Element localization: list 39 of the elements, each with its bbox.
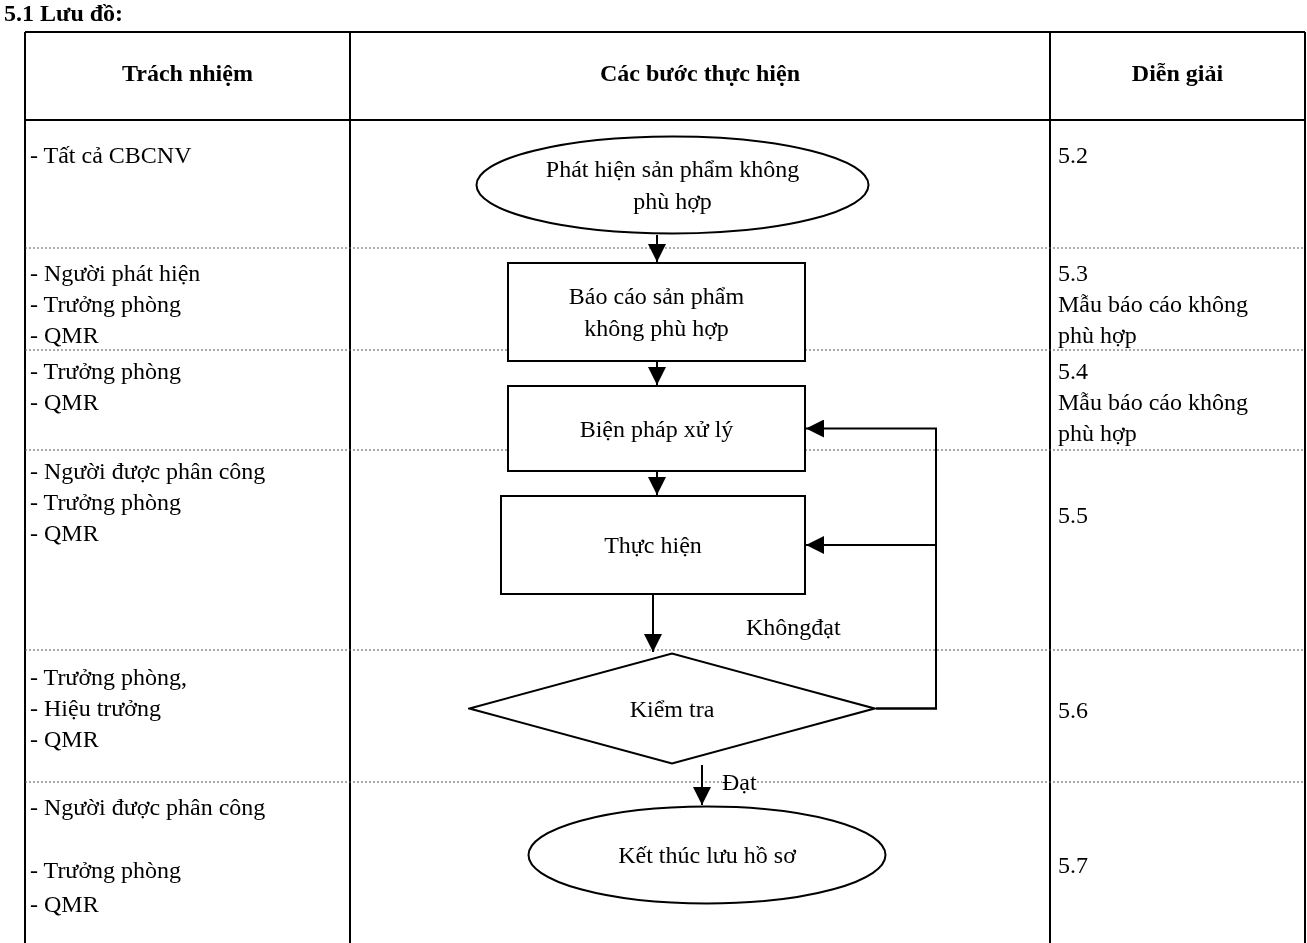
explanation-text: 5.5 (1058, 501, 1089, 530)
explanation-text: Mẫu báo cáo không phù hợp (1058, 388, 1249, 448)
terminator-ellipse: Kết thúc lưu hồ sơ (527, 805, 887, 905)
responsibility-item: - Trưởng phòng (30, 488, 183, 517)
explanation-text: 5.2 (1058, 141, 1089, 170)
explanation-text: 5.7 (1058, 851, 1089, 880)
explanation-text: Mẫu báo cáo không phù hợp (1058, 290, 1249, 350)
decision-diamond: Kiểm tra (468, 652, 876, 765)
responsibility-item: - QMR (30, 725, 100, 754)
arrow (644, 594, 662, 653)
responsibility-item: - Người phát hiện (30, 259, 202, 288)
explanation-text: 5.4 (1058, 357, 1089, 386)
arrow (648, 234, 666, 263)
responsibility-item: - QMR (30, 519, 100, 548)
column-header: Trách nhiệm (121, 59, 254, 88)
responsibility-item: - Trưởng phòng (30, 357, 183, 386)
responsibility-item: - Người được phân công (30, 457, 267, 486)
section-title: 5.1 Lưu đồ: (4, 0, 124, 27)
process-box: Biện pháp xử lý (507, 385, 806, 472)
arrow (693, 764, 711, 806)
responsibility-item: - Trưởng phòng (30, 290, 183, 319)
column-header: Diễn giải (1130, 59, 1225, 88)
responsibility-item: - Trưởng phòng (30, 856, 183, 885)
responsibility-item: - QMR (30, 890, 100, 919)
column-header: Các bước thực hiện (598, 59, 802, 88)
responsibility-item: - Trưởng phòng, (30, 663, 189, 692)
process-box: Báo cáo sản phẩm không phù hợp (507, 262, 806, 362)
responsibility-item: - Người được phân công (30, 793, 267, 822)
explanation-text: 5.3 (1058, 259, 1089, 288)
responsibility-item: - Hiệu trưởng (30, 694, 162, 723)
responsibility-item: - Tất cả CBCNV (30, 141, 193, 170)
arrow (805, 536, 937, 710)
terminator-ellipse: Phát hiện sản phẩm không phù hợp (475, 135, 870, 235)
arrow (648, 471, 666, 496)
responsibility-item: - QMR (30, 388, 100, 417)
explanation-text: 5.6 (1058, 696, 1089, 725)
arrow (648, 361, 666, 386)
responsibility-item: - QMR (30, 321, 100, 350)
process-box: Thực hiện (500, 495, 806, 595)
